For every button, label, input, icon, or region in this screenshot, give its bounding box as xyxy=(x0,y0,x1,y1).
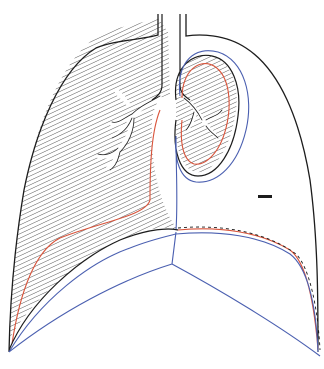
blue-diaphragm-right xyxy=(176,233,318,352)
dashed-dome-line xyxy=(178,227,320,350)
minus-sign xyxy=(258,195,272,198)
blue-lower-right xyxy=(172,264,320,356)
red-pleural-line-right xyxy=(178,229,318,350)
hatched-left-region xyxy=(9,18,178,340)
blue-mediastinal-line xyxy=(172,232,176,264)
